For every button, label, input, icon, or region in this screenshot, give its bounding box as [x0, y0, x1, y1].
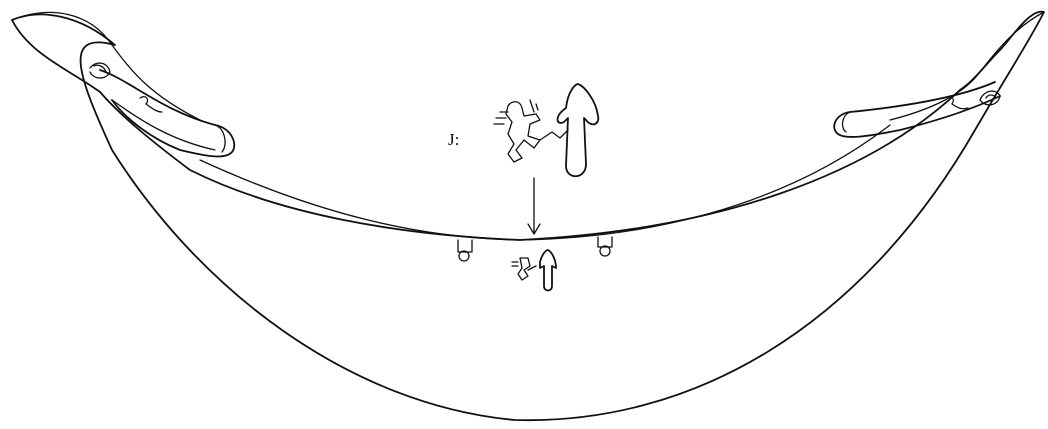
left-prow-edge: [11, 11, 201, 121]
left-prow-carving: [89, 62, 236, 158]
enlarged-motif: [493, 83, 600, 178]
right-lug: [597, 236, 613, 257]
left-lug: [457, 239, 473, 262]
gunwale-line: [199, 124, 891, 241]
small-motif: [511, 249, 557, 292]
right-prow-carving: [833, 81, 1001, 138]
hull-outline: [11, 11, 1045, 422]
right-prow-edge: [889, 11, 1045, 121]
label-j: J:: [448, 130, 459, 149]
down-arrow: [527, 177, 541, 235]
